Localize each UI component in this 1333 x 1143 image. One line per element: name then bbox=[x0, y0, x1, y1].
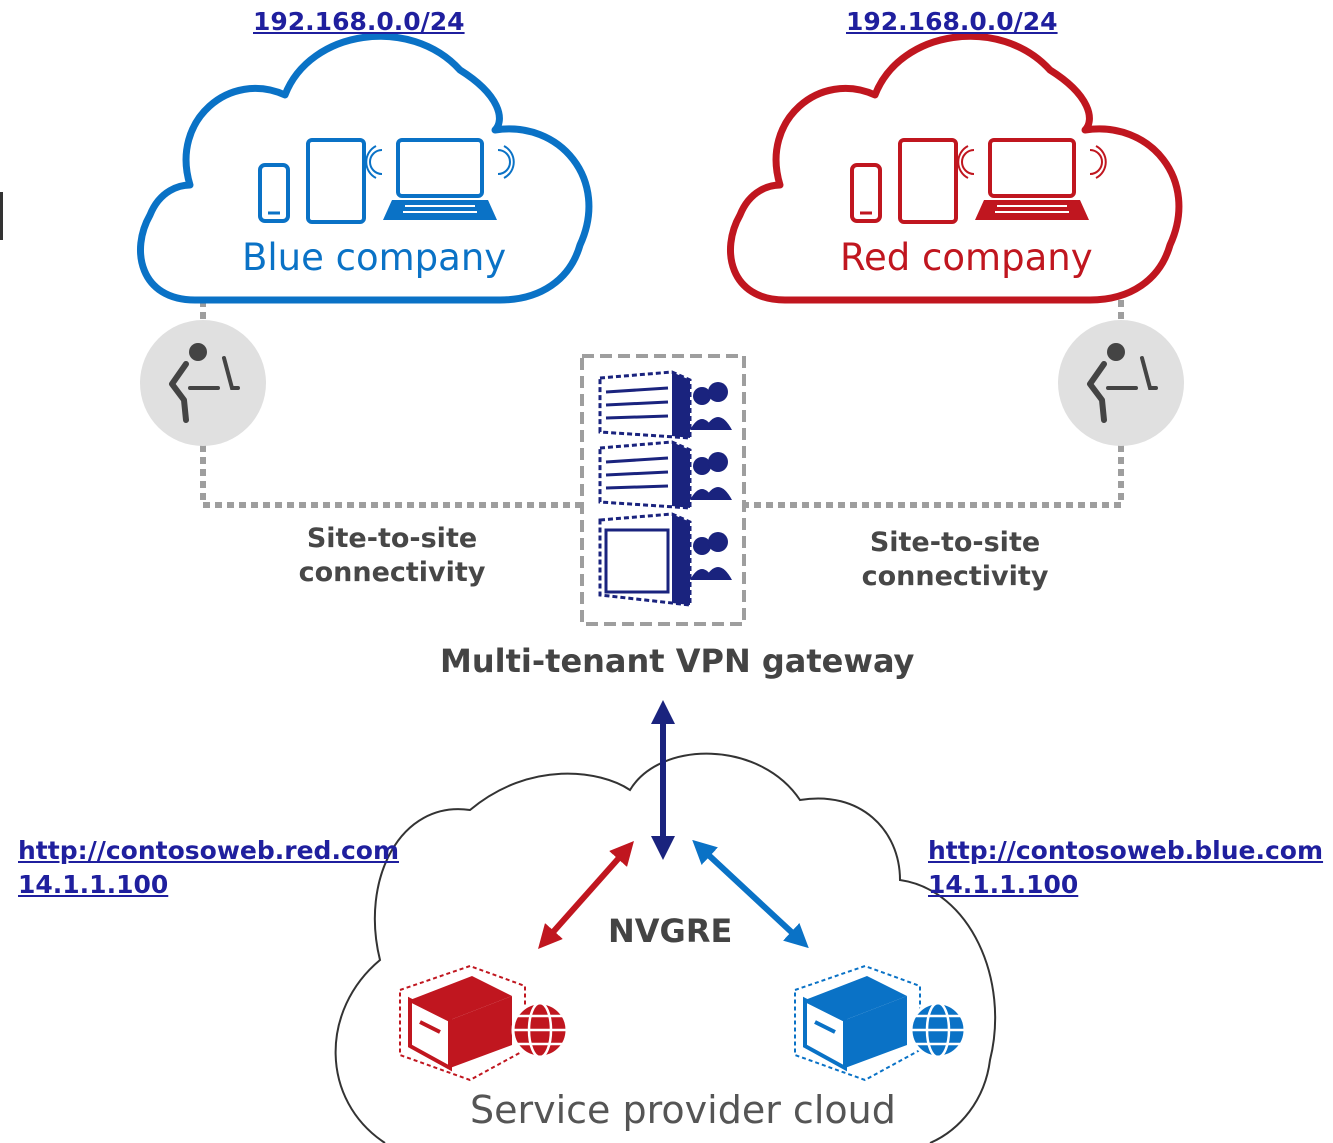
phone-icon bbox=[258, 163, 290, 223]
connectivity-line1: Site-to-site bbox=[869, 527, 1041, 558]
blue-company-label: Blue company bbox=[242, 236, 507, 279]
gateway-label: Multi-tenant VPN gateway bbox=[440, 642, 915, 680]
globe-icon bbox=[511, 1001, 569, 1059]
tablet-icon bbox=[898, 138, 958, 224]
blue-web-ip-link[interactable]: 14.1.1.100 bbox=[928, 870, 1079, 899]
connectivity-line2: connectivity bbox=[861, 561, 1049, 592]
red-company-cloud bbox=[727, 32, 1183, 304]
red-web-ip-link[interactable]: 14.1.1.100 bbox=[18, 870, 169, 899]
phone-icon bbox=[850, 163, 882, 223]
edge-mark bbox=[0, 192, 3, 240]
nvgre-label: NVGRE bbox=[608, 912, 733, 950]
blue-tenant-arrow bbox=[692, 839, 809, 949]
connectivity-line2: connectivity bbox=[298, 557, 486, 588]
blue-web-url-link[interactable]: http://contosoweb.blue.com bbox=[928, 836, 1324, 865]
connectivity-line1: Site-to-site bbox=[306, 523, 478, 554]
admin-user-icon bbox=[1058, 320, 1184, 446]
red-subnet-link[interactable]: 192.168.0.0/24 bbox=[846, 7, 1058, 36]
blue-subnet-link[interactable]: 192.168.0.0/24 bbox=[253, 7, 465, 36]
red-company-label: Red company bbox=[840, 236, 1093, 279]
red-web-url-link[interactable]: http://contosoweb.red.com bbox=[18, 836, 399, 865]
blue-company-cloud bbox=[137, 32, 593, 304]
laptop-icon bbox=[957, 138, 1107, 220]
provider-cloud-label: Service provider cloud bbox=[470, 1088, 896, 1132]
blue-connectivity-label: Site-to-site connectivity bbox=[292, 522, 492, 590]
laptop-icon bbox=[365, 138, 515, 220]
web-server-icon bbox=[794, 964, 967, 1082]
web-server-icon bbox=[399, 964, 569, 1082]
server-rack-icon bbox=[598, 370, 732, 607]
globe-icon bbox=[909, 1001, 967, 1059]
tablet-icon bbox=[306, 138, 366, 224]
red-connectivity-label: Site-to-site connectivity bbox=[855, 526, 1055, 594]
red-tenant-arrow bbox=[538, 841, 634, 949]
admin-user-icon bbox=[140, 320, 266, 446]
